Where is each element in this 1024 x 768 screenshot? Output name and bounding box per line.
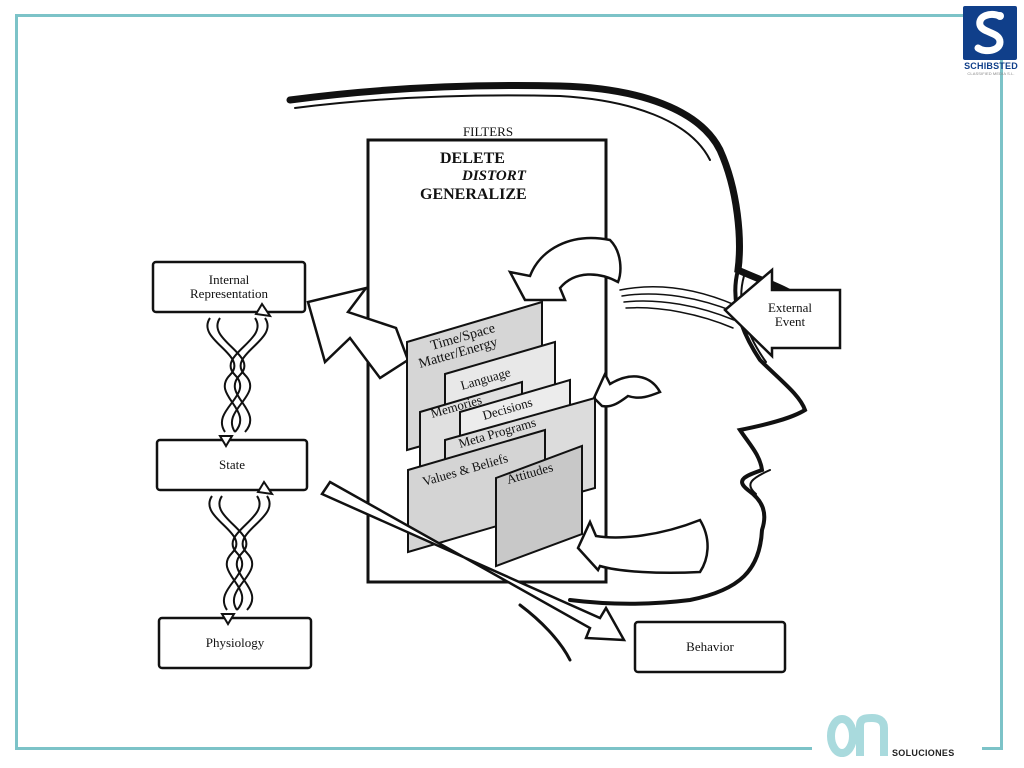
brand-subtitle: CLASSIFIED MEDIA S.L. [967, 71, 1015, 76]
delete-label: DELETE [440, 150, 505, 167]
external-event-arrow: External Event [723, 267, 842, 359]
curved-arrow-middle [592, 371, 662, 408]
arrow-to-internal-rep [306, 285, 410, 380]
external-line1: External [768, 300, 812, 315]
on-soluciones-logo: SOLUCIONES [826, 708, 986, 764]
twist-connector-bottom [208, 480, 275, 626]
state-box: State [155, 438, 309, 492]
physiology-box: Physiology [157, 616, 313, 670]
slide-frame [15, 14, 1003, 750]
state-label: State [219, 457, 245, 472]
twist-connector-top [206, 302, 273, 448]
head-silhouette [286, 82, 808, 662]
footer-soluciones-text: SOLUCIONES [892, 748, 955, 758]
distort-label: DISTORT [461, 168, 527, 184]
internal-rep-line1: Internal [209, 272, 250, 287]
physiology-label: Physiology [206, 635, 265, 650]
behavior-label: Behavior [686, 639, 734, 654]
behavior-box: Behavior [633, 620, 787, 674]
on-mark-icon [827, 713, 888, 757]
internal-representation-box: Internal Representation [151, 260, 307, 314]
arrow-to-behavior [320, 480, 627, 642]
filters-title: FILTERS [463, 124, 513, 139]
curved-arrow-top [507, 236, 622, 302]
brand-name: SCHIBSTED [964, 61, 1018, 71]
generalize-label: GENERALIZE [420, 186, 527, 203]
curved-arrow-bottom [576, 518, 709, 574]
schibsted-logo: SCHIBSTED CLASSIFIED MEDIA S.L. [963, 6, 1019, 76]
schibsted-s-icon [963, 6, 1017, 60]
internal-rep-line2: Representation [190, 286, 268, 301]
external-line2: Event [775, 314, 806, 329]
